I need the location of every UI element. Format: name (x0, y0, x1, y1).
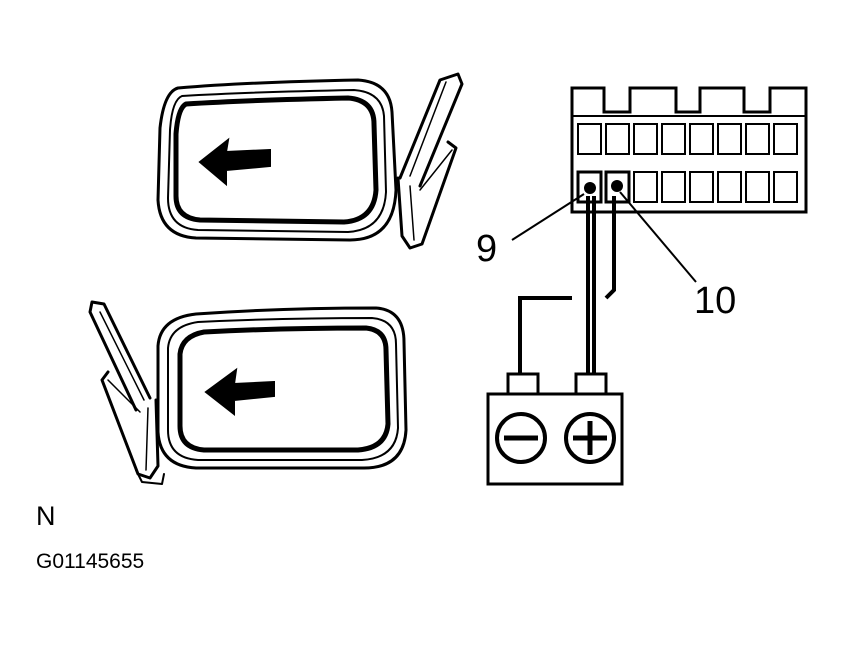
upper-mirror-arm (398, 72, 464, 188)
minus-icon (495, 412, 547, 464)
battery-negative-post (506, 372, 540, 396)
battery (486, 372, 624, 486)
corner-letter: N (36, 501, 56, 531)
test-leads (518, 196, 616, 374)
lower-mirror (88, 300, 408, 485)
battery-body (486, 392, 624, 486)
pin-9-label: 9 (476, 228, 498, 270)
lower-mirror-arm (88, 300, 152, 412)
connector-cavities-top (577, 123, 798, 155)
upper-mirror-glass (173, 95, 379, 225)
upper-mirror-arrow-icon (198, 137, 271, 187)
plus-icon (564, 412, 616, 464)
connector-body (570, 86, 808, 214)
connector (570, 86, 808, 214)
pin-10-label: 10 (694, 280, 737, 322)
figure-id: G01145655 (36, 550, 145, 573)
lower-mirror-housing (156, 306, 408, 470)
upper-mirror-housing (156, 78, 398, 242)
lower-mirror-glass (177, 325, 391, 453)
terminal-10 (611, 180, 623, 192)
leader-line-10 (619, 191, 697, 283)
leader-line-9 (511, 193, 585, 241)
terminal-9 (584, 182, 596, 194)
lead-negative (604, 196, 616, 300)
connector-cavities-bottom (576, 170, 798, 204)
battery-positive-post (574, 372, 608, 396)
upper-mirror (156, 72, 464, 250)
lower-mirror-arrow-icon (204, 367, 275, 417)
